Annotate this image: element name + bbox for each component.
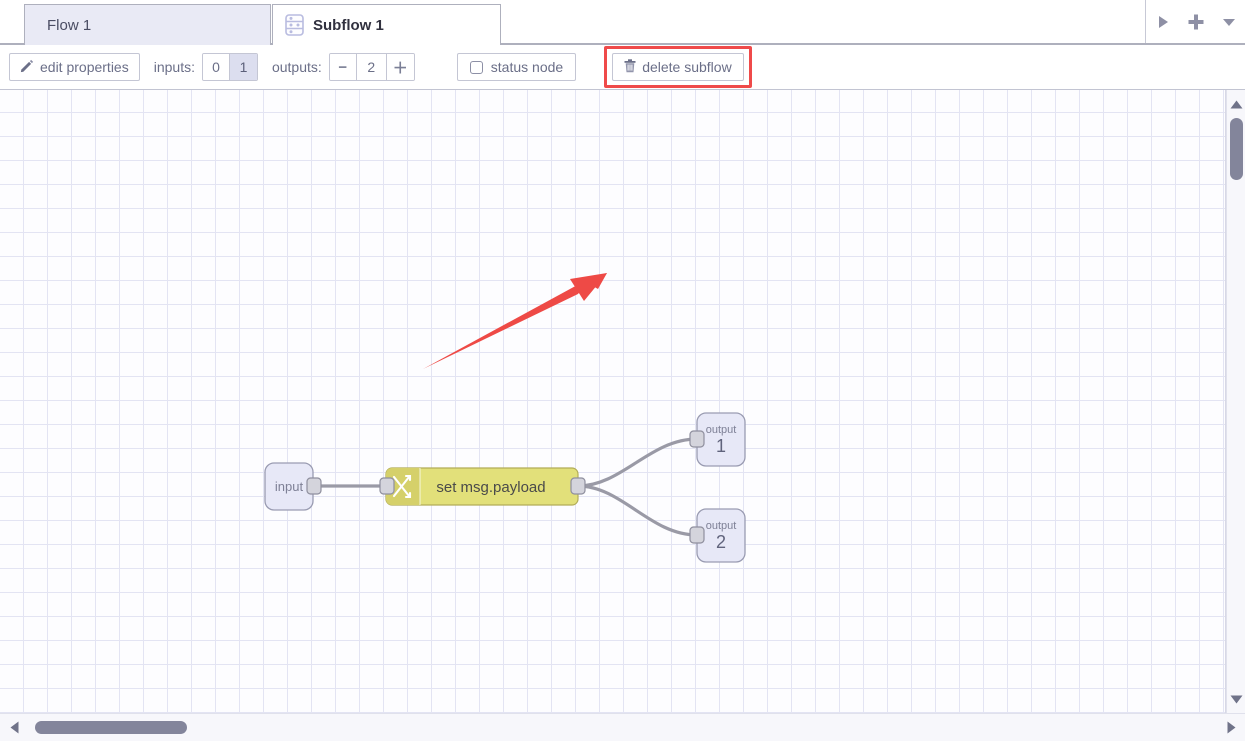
change-node[interactable]: set msg.payload xyxy=(379,467,586,506)
status-node-label: status node xyxy=(490,59,564,75)
delete-subflow-highlight: delete subflow xyxy=(604,46,752,88)
output-node-2-label: output xyxy=(706,520,737,532)
output-node-1-port[interactable] xyxy=(689,430,705,448)
input-node-port[interactable] xyxy=(306,477,322,495)
subflow-output-node-1[interactable]: output 1 xyxy=(689,412,746,467)
tab-strip: Flow 1 Subflow 1 xyxy=(0,0,501,47)
tab-subflow-1-label: Subflow 1 xyxy=(313,16,384,34)
subflow-output-node-2[interactable]: output 2 xyxy=(689,508,746,563)
red-arrow-annotation xyxy=(423,273,607,369)
outputs-increment-button[interactable]: ＋ xyxy=(386,54,414,80)
vertical-scrollbar[interactable] xyxy=(1226,90,1245,713)
subflow-toolbar: edit properties inputs: 0 1 outputs: − 2… xyxy=(0,45,1245,90)
delete-subflow-button[interactable]: delete subflow xyxy=(612,53,744,81)
output-node-2-port[interactable] xyxy=(689,526,705,544)
status-node-checkbox[interactable] xyxy=(469,60,483,74)
subflow-input-node[interactable]: input xyxy=(264,462,322,511)
output-node-1-number: 1 xyxy=(716,436,726,456)
scroll-right-arrow-icon[interactable] xyxy=(1223,719,1239,735)
inputs-option-1[interactable]: 1 xyxy=(229,54,257,80)
wire-change-to-output-1 xyxy=(576,437,699,488)
change-icon xyxy=(392,474,412,499)
inputs-option-0[interactable]: 0 xyxy=(202,54,230,80)
trash-icon xyxy=(624,58,636,76)
scroll-left-arrow-icon[interactable] xyxy=(6,719,22,735)
inputs-label: inputs: xyxy=(153,59,195,75)
change-node-output-port[interactable] xyxy=(570,477,586,495)
output-node-2-number: 2 xyxy=(716,532,726,552)
scroll-down-arrow-icon[interactable] xyxy=(1229,691,1244,707)
subflow-input-node-label: input xyxy=(275,479,304,494)
tab-bar: Flow 1 Subflow 1 xyxy=(0,0,1245,47)
wire-change-to-output-2 xyxy=(576,484,699,537)
scroll-up-arrow-icon[interactable] xyxy=(1229,96,1244,112)
change-node-label: set msg.payload xyxy=(436,479,545,496)
subflow-icon xyxy=(285,14,304,36)
edit-properties-label: edit properties xyxy=(40,59,129,75)
change-node-input-port[interactable] xyxy=(379,477,395,495)
edit-properties-button[interactable]: edit properties xyxy=(9,53,140,81)
outputs-value: 2 xyxy=(356,54,387,80)
add-tab-icon[interactable] xyxy=(1183,9,1209,35)
outputs-label: outputs: xyxy=(271,59,322,75)
wire-group xyxy=(311,437,699,537)
tab-menu-chevron-icon[interactable] xyxy=(1216,9,1242,35)
inputs-selector[interactable]: 0 1 xyxy=(201,53,258,81)
horizontal-scrollbar[interactable] xyxy=(0,713,1245,741)
tab-bar-actions xyxy=(1145,0,1245,43)
delete-subflow-label: delete subflow xyxy=(642,59,732,75)
tab-subflow-1[interactable]: Subflow 1 xyxy=(272,4,501,47)
outputs-stepper[interactable]: − 2 ＋ xyxy=(328,53,415,81)
flow-canvas[interactable]: input set msg.payload xyxy=(0,90,1226,713)
pencil-icon xyxy=(20,59,34,76)
vertical-scrollbar-thumb[interactable] xyxy=(1230,118,1243,180)
next-tab-icon[interactable] xyxy=(1150,9,1176,35)
tab-flow-1-label: Flow 1 xyxy=(47,16,92,34)
output-node-1-label: output xyxy=(706,424,737,436)
horizontal-scrollbar-thumb[interactable] xyxy=(35,721,187,734)
tab-flow-1[interactable]: Flow 1 xyxy=(24,4,271,45)
status-node-toggle[interactable]: status node xyxy=(456,53,577,81)
outputs-decrement-button[interactable]: − xyxy=(329,54,357,80)
